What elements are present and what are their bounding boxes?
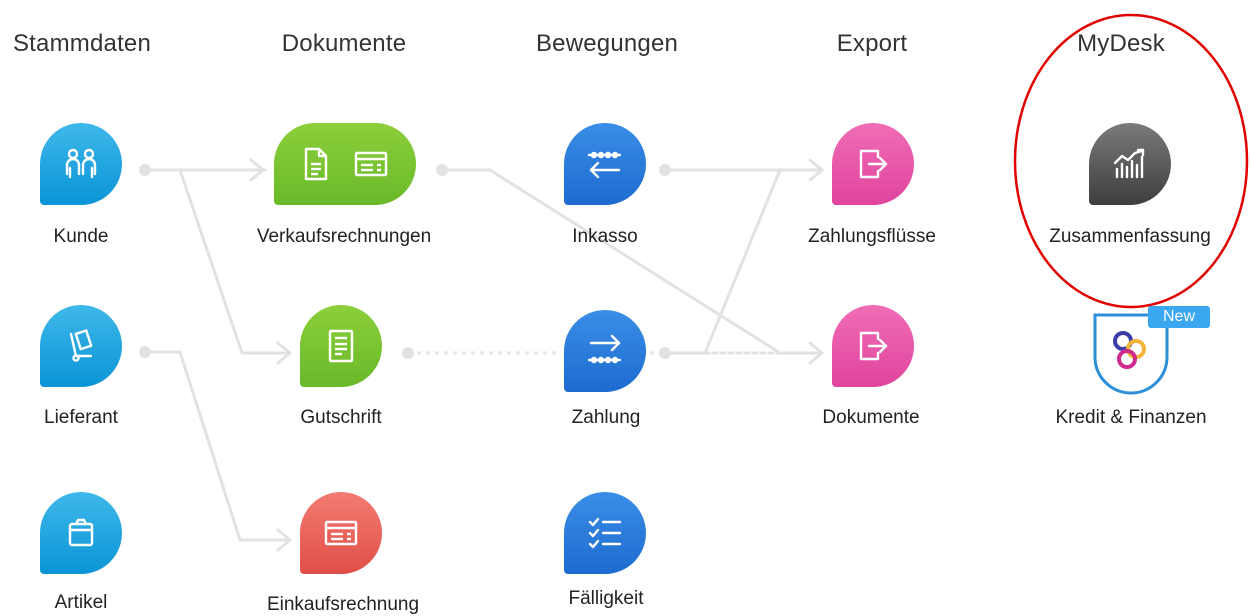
zahlungsfluesse-tile[interactable] [832,123,914,205]
arrow-left-icon [585,146,625,182]
lieferant-label: Lieferant [44,407,118,428]
gutschrift-label: Gutschrift [300,407,382,428]
connector-verkauf-dokumente [440,168,824,355]
inkasso-label: Inkasso [572,226,638,247]
column-title-dokumente: Dokumente [281,30,407,57]
kunde-tile[interactable] [40,123,122,205]
column-title-stammdaten: Stammdaten [12,30,152,57]
invoice-icon [323,518,359,548]
new-badge: New [1148,306,1210,328]
column-title-bewegungen: Bewegungen [535,30,679,57]
kunde-label: Kunde [53,226,109,247]
einkaufsrechnung-label: Einkaufsrechnung [266,594,420,615]
connector-lieferant-einkauf-arrow [276,528,292,552]
export-icon [855,146,891,182]
zusammenfassung-label: Zusammenfassung [1049,226,1211,247]
checklist-icon [586,516,624,550]
zahlung-tile[interactable] [564,310,646,392]
connector-inkasso-zahlungsfluesse-arrow [808,158,824,182]
artikel-tile[interactable] [40,492,122,574]
verkaufsrechnungen-tile[interactable] [274,123,416,205]
kredit-finanzen-tile[interactable] [1089,311,1173,395]
inkasso-tile[interactable] [564,123,646,205]
lieferant-tile[interactable] [40,305,122,387]
faelligkeit-label: Fälligkeit [568,588,644,609]
invoice-icon [353,149,389,179]
credit-note-icon [324,327,358,365]
verkaufsrechnungen-label: Verkaufsrechnungen [256,226,432,247]
arrow-right-icon [585,333,625,369]
hand-truck-icon [61,326,101,366]
rings-icon [1109,327,1153,373]
connector-dot [659,347,671,359]
box-icon [61,513,101,553]
connector-kunde-gutschrift [178,168,292,355]
connector-dot [402,347,414,359]
column-title-mydesk: MyDesk [1077,30,1165,57]
dokumente-export-tile[interactable] [832,305,914,387]
chart-icon [1111,147,1149,181]
column-title-export: Export [836,30,908,57]
kredit-finanzen-label: Kredit & Finanzen [1055,407,1207,428]
artikel-label: Artikel [54,592,108,613]
connector-kunde-gutschrift-arrow [276,341,292,365]
einkaufsrechnung-tile[interactable] [300,492,382,574]
connector-verkauf-dokumente-arrow [808,341,824,365]
dokumente-export-label: Dokumente [822,407,920,428]
zahlungsfluesse-label: Zahlungsflüsse [808,226,936,247]
gutschrift-tile[interactable] [300,305,382,387]
document-icon [301,146,331,182]
connector-dot [659,164,671,176]
zahlung-label: Zahlung [571,407,641,428]
connector-lieferant-einkauf [143,350,292,542]
connector-dot [139,164,151,176]
export-icon [855,328,891,364]
connector-dot [139,346,151,358]
users-icon [61,144,101,184]
connector-kunde-verkauf-arrow [249,158,265,182]
faelligkeit-tile[interactable] [564,492,646,574]
connector-zahlung-zahlungsfluesse [663,168,782,355]
zusammenfassung-tile[interactable] [1089,123,1171,205]
connector-dot [436,164,448,176]
